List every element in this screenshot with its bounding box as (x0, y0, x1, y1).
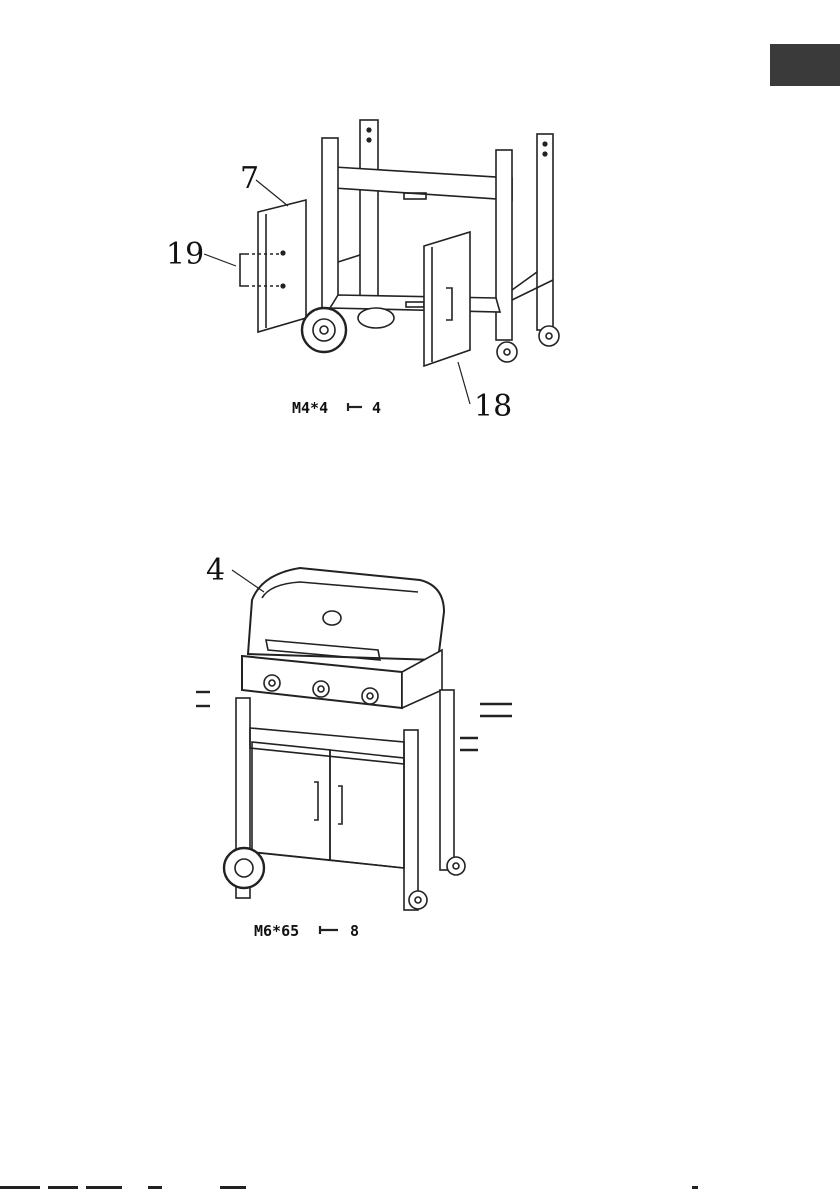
footer-strip (0, 1186, 840, 1192)
screw-qty-2: 8 (350, 922, 359, 940)
callout-4: 4 (206, 556, 225, 586)
screw-spec-2: M6*65 (254, 922, 299, 940)
